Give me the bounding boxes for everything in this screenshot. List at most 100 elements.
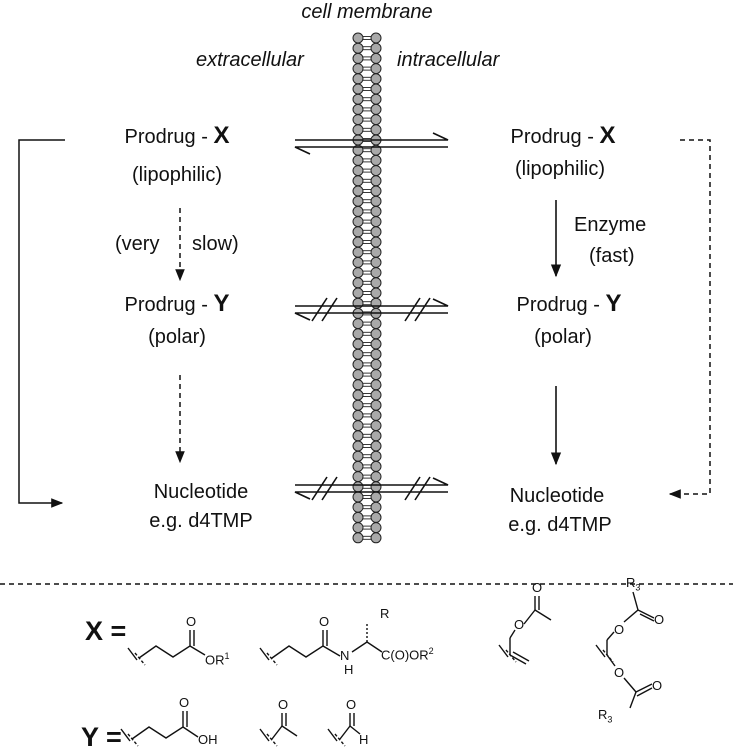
extracellular-nucleotide: Nucleotide xyxy=(153,481,249,503)
lipid-bilayer xyxy=(352,32,382,544)
lipid-head xyxy=(352,185,364,197)
bracket-arrow-left xyxy=(18,139,65,508)
lipid-head xyxy=(370,205,382,217)
lipid-head xyxy=(370,154,382,166)
lipid-head xyxy=(352,409,364,421)
lipid-head xyxy=(352,103,364,115)
extracellular-prodrug-y: Prodrug - Y xyxy=(125,292,230,317)
structure-y-acetyl xyxy=(259,713,298,747)
atom-o: O xyxy=(186,614,197,629)
prodrug-letter: Y xyxy=(605,290,622,317)
atom-o: O xyxy=(319,614,330,629)
lipid-head xyxy=(352,226,364,238)
lipid-head xyxy=(370,450,382,462)
structure-y-formyl xyxy=(327,713,361,747)
lipid-head xyxy=(352,348,364,360)
lipid-head xyxy=(352,440,364,452)
lipid-head xyxy=(370,440,382,452)
lipid-head xyxy=(370,399,382,411)
prodrug-prefix: Prodrug - xyxy=(124,126,214,148)
lipid-head xyxy=(352,93,364,105)
atom-o: O xyxy=(278,697,289,712)
lipid-head xyxy=(352,195,364,207)
lipid-head xyxy=(370,287,382,299)
atom-o: O xyxy=(654,612,665,627)
lipid-head xyxy=(370,93,382,105)
lipid-head xyxy=(352,287,364,299)
lipid-head xyxy=(370,491,382,503)
lipid-head xyxy=(352,511,364,523)
lipid-head xyxy=(370,481,382,493)
lipid-head xyxy=(370,114,382,126)
blocked-arrow-nucleotide xyxy=(294,476,449,501)
lipid-head xyxy=(352,501,364,513)
atom-r3-top: R3 xyxy=(626,575,641,593)
equilibrium-arrow-x xyxy=(294,132,449,155)
lipid-head xyxy=(370,165,382,177)
atom-h: H xyxy=(359,732,369,747)
atom-o: O xyxy=(614,622,625,637)
extracellular-step-label-2: slow) xyxy=(192,233,239,255)
lipid-head xyxy=(352,522,364,534)
lipid-head xyxy=(352,73,364,85)
extracellular-step-label-1: (very xyxy=(115,233,160,255)
structure-x-ester xyxy=(127,630,206,666)
lipid-head xyxy=(352,277,364,289)
atom-o: O xyxy=(532,580,543,595)
lipid-head xyxy=(352,430,364,442)
intracellular-step-label-2: (fast) xyxy=(589,245,635,267)
lipid-head xyxy=(370,389,382,401)
lipid-head xyxy=(370,52,382,64)
lipid-head xyxy=(370,358,382,370)
lipid-head xyxy=(370,501,382,513)
prodrug-letter: Y xyxy=(213,290,230,317)
atom-o: O xyxy=(614,665,625,680)
structure-y-acid xyxy=(120,711,199,747)
extracellular-label: extracellular xyxy=(196,49,304,71)
lipid-head xyxy=(370,216,382,228)
intracellular-nucleotide: Nucleotide xyxy=(509,485,605,507)
lipid-head xyxy=(370,277,382,289)
atom-ester-tail: C(O)OR2 xyxy=(381,646,434,663)
atom-o: O xyxy=(514,617,525,632)
lipid-head xyxy=(352,256,364,268)
atom-o: O xyxy=(179,695,190,710)
lipid-head xyxy=(370,42,382,54)
lipid-head xyxy=(352,246,364,258)
extracellular-prodrug-x: Prodrug - X xyxy=(125,124,230,149)
intracellular-prodrug-x-note: (lipophilic) xyxy=(514,158,606,180)
atom-n: N xyxy=(340,648,350,663)
prodrug-letter: X xyxy=(599,122,616,149)
lipid-head xyxy=(370,246,382,258)
lipid-head xyxy=(352,114,364,126)
lipid-head xyxy=(352,32,364,44)
lipid-head xyxy=(352,399,364,411)
prodrug-prefix: Prodrug - xyxy=(124,294,214,316)
lipid-head xyxy=(352,83,364,95)
lipid-head xyxy=(370,226,382,238)
lipid-head xyxy=(370,430,382,442)
prodrug-prefix: Prodrug - xyxy=(510,126,600,148)
extracellular-prodrug-y-note: (polar) xyxy=(148,326,206,348)
lipid-head xyxy=(352,42,364,54)
lipid-head xyxy=(352,63,364,75)
prodrug-letter: X xyxy=(213,122,230,149)
intracellular-prodrug-y: Prodrug - Y xyxy=(517,292,622,317)
lipid-head xyxy=(370,522,382,534)
structure-x-enol xyxy=(498,596,552,665)
intracellular-nucleotide-example: e.g. d4TMP xyxy=(508,514,612,536)
lipid-head xyxy=(352,481,364,493)
lipid-head xyxy=(352,216,364,228)
lipid-head xyxy=(352,205,364,217)
lipid-head xyxy=(370,124,382,136)
atom-or: OR1 xyxy=(205,651,230,668)
atom-o: O xyxy=(652,678,663,693)
lipid-head xyxy=(352,124,364,136)
lipid-head xyxy=(352,318,364,330)
lipid-head xyxy=(370,369,382,381)
lipid-head xyxy=(352,369,364,381)
lipid-head xyxy=(370,511,382,523)
lipid-head xyxy=(370,73,382,85)
legend-y-label: Y = xyxy=(81,722,122,752)
lipid-head xyxy=(370,348,382,360)
